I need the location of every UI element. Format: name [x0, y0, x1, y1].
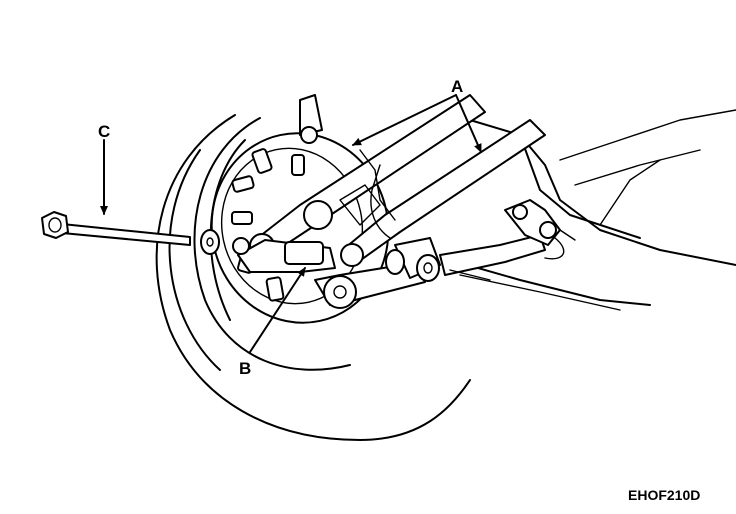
- callout-leaders: [100, 94, 482, 353]
- callout-label-a: A: [451, 77, 463, 96]
- leader-b: [249, 267, 306, 353]
- callout-label-c: C: [98, 122, 110, 141]
- leader-a-right: [455, 94, 482, 153]
- washer: [200, 229, 220, 255]
- lower-arm: [385, 234, 546, 282]
- bolt-assembly: [41, 211, 220, 255]
- callout-label-b: B: [239, 359, 251, 378]
- shock-mount: [299, 94, 396, 230]
- vehicle-underbody: [449, 109, 736, 311]
- figure-id: EHOF210D: [628, 487, 700, 503]
- leader-a-left: [352, 94, 457, 146]
- upper-arms: [249, 94, 546, 267]
- sensor-bracket: [370, 164, 576, 260]
- bolt-head: [41, 211, 69, 239]
